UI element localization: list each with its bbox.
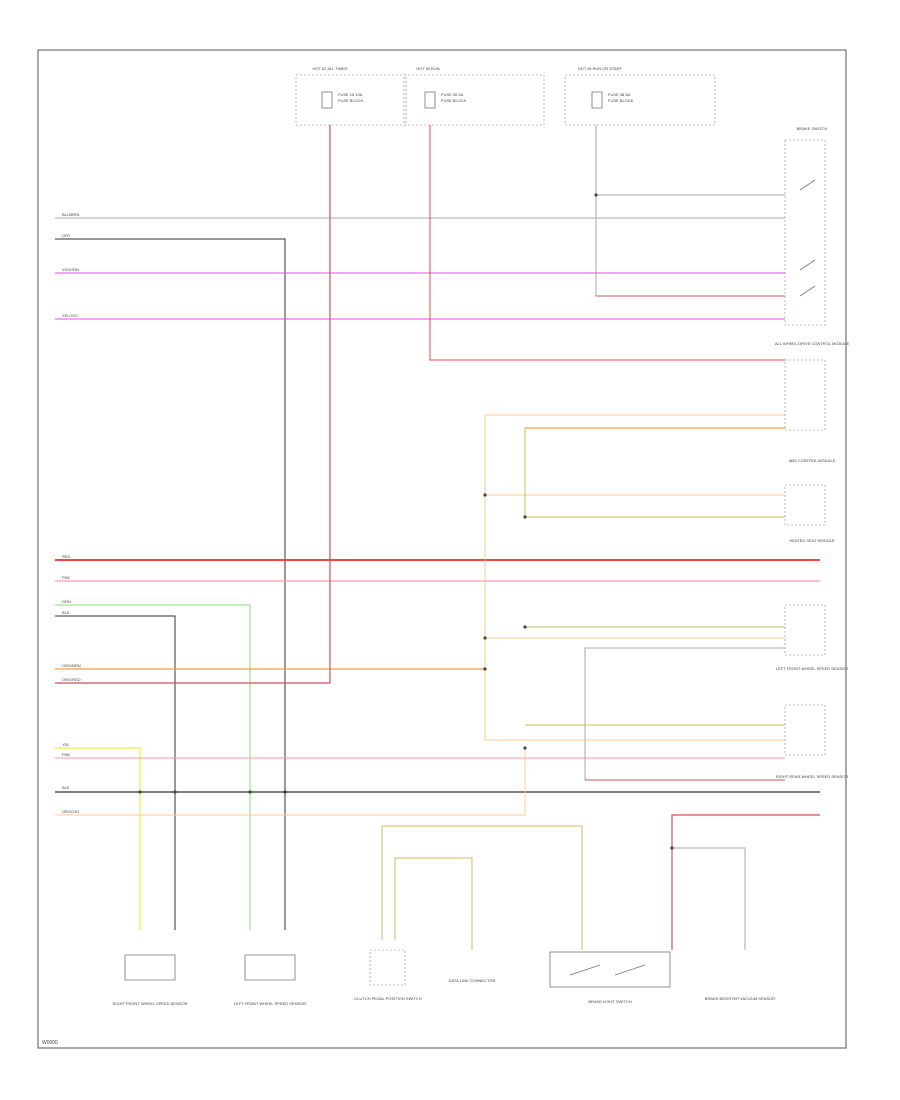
dlc-label: DATA LINK CONNECTOR (449, 978, 496, 983)
lf-wheel-speed-sensor: LEFT FRONT WHEEL SPEED SENSOR (234, 954, 306, 1006)
switch-contacts (799, 179, 816, 297)
brake-switch-label: BRAKE SWITCH (797, 126, 828, 131)
lf-sensor-label: LEFT FRONT WHEEL SPEED SENSOR (234, 1001, 306, 1006)
wire-fuse-2 (429, 125, 785, 361)
junction-dot (248, 790, 252, 794)
wire-blk (55, 615, 176, 930)
junction-dot (283, 790, 287, 794)
fuse-block-2-outline (403, 74, 545, 126)
junction-dot (523, 515, 527, 519)
fuse-block-3-title: HOT IN RUN OR START (578, 66, 623, 71)
rr-wheel-sensor: RIGHT REAR WHEEL SPEED SENSOR (776, 774, 849, 779)
fuse-block-2-block: FUSE BLOCK (441, 98, 467, 103)
rr-sensor-label: RIGHT REAR WHEEL SPEED SENSOR (776, 774, 849, 779)
wire-label: ORG/RED (62, 677, 81, 682)
brake-light-switch-contacts (569, 964, 646, 976)
rf-wheel-speed-sensor: RIGHT FRONT WHEEL SPEED SENSOR (112, 954, 188, 1006)
wire-label: YEL/VIO (62, 313, 78, 318)
junction-dot (523, 746, 527, 750)
abs-module-label: ABS CONTROL MODULE (789, 458, 836, 463)
fuse-block-1-fuse: FUSE 15 10A (338, 92, 363, 97)
wire-label: BLU/BRN (62, 212, 79, 217)
brake-booster-label: BRAKE BOOSTER VACUUM SENSOR (705, 996, 775, 1001)
junction-dot (483, 493, 487, 497)
awd-module-outline (784, 359, 826, 431)
wire-org-awd-2 (484, 414, 785, 741)
junction-dot (670, 846, 674, 850)
wire-label: ORG/VIO (62, 809, 79, 814)
junction-dot (483, 636, 487, 640)
wire-clutch-1 (381, 825, 583, 950)
fuse-block-1-title: HOT AT ALL TIMES (312, 66, 347, 71)
fuse-block-2-fuse: FUSE 26 5A (441, 92, 464, 97)
fuse-block-2-title: HOT IN RUN (416, 66, 439, 71)
wire-label: BLK (62, 785, 70, 790)
fuse-block-3-fuse: FUSE 38 5A (608, 92, 631, 97)
junction-dot (483, 667, 487, 671)
junction-dot (523, 625, 527, 629)
junction-dot (594, 193, 598, 197)
fuse-3-icon (591, 91, 603, 109)
diagram-frame (37, 49, 847, 1049)
wires (55, 125, 820, 950)
wire-org-vio (55, 748, 526, 816)
wire-label: BLK (62, 610, 70, 615)
fuse-block-3-outline (564, 74, 716, 126)
brake-light-switch-body (549, 951, 671, 988)
wire-grn (55, 604, 251, 930)
data-link-connector: DATA LINK CONNECTOR (449, 978, 496, 983)
clutch-switch-label: CLUTCH PEDAL POSITION SWITCH (354, 996, 422, 1001)
fuse-block-3: HOT IN RUN OR START FUSE 38 5A FUSE BLOC… (564, 66, 716, 126)
wire-label: PNK (62, 752, 71, 757)
fuse-block-1: HOT AT ALL TIMES FUSE 15 10A FUSE BLOCK (295, 66, 407, 126)
wire-booster-1 (671, 814, 820, 950)
wire-gry (55, 238, 286, 930)
abs-module: ABS CONTROL MODULE (784, 458, 836, 526)
fuse-block-1-block: FUSE BLOCK (338, 98, 364, 103)
wire-heated-3 (584, 647, 785, 780)
junction-dot (173, 790, 177, 794)
wire-fuse-3 (595, 125, 785, 297)
brake-light-switch-label: BRAKE LIGHT SWITCH (588, 999, 631, 1004)
wire-label: VIO/GRN (62, 267, 79, 272)
wire-label: ORG/BRN (62, 663, 81, 668)
lf-sensor-right-label: LEFT FRONT WHEEL SPEED SENSOR (776, 666, 848, 671)
clutch-pedal-switch: CLUTCH PEDAL POSITION SWITCH (354, 949, 422, 1001)
rf-sensor-body (124, 954, 176, 981)
fuse-block-2: HOT IN RUN FUSE 26 5A FUSE BLOCK (403, 66, 545, 126)
wire-label: PNK (62, 575, 71, 580)
heated-seat-module: HEATED SEAT MODULE (784, 538, 835, 656)
wire-org-abs-2 (524, 428, 785, 518)
fuse-1-icon (321, 91, 333, 109)
awd-module: ALL WHEEL DRIVE CONTROL MODULE (775, 341, 850, 431)
abs-module-outline (784, 484, 826, 526)
wire-label: GRN (62, 599, 71, 604)
lf-sensor-body (244, 954, 296, 981)
brake-switch-outline (784, 139, 826, 326)
lf-wheel-sensor-right: LEFT FRONT WHEEL SPEED SENSOR (776, 666, 848, 756)
brake-light-switch: BRAKE LIGHT SWITCH (549, 951, 671, 1004)
wire-label: RED (62, 554, 71, 559)
rf-sensor-label: RIGHT FRONT WHEEL SPEED SENSOR (112, 1001, 187, 1006)
diagram-code: W0000 (42, 1040, 58, 1046)
junction-dot (138, 790, 142, 794)
awd-module-label: ALL WHEEL DRIVE CONTROL MODULE (775, 341, 850, 346)
brake-switch: BRAKE SWITCH (784, 126, 828, 326)
wire-yel (55, 747, 141, 930)
fuse-block-3-block: FUSE BLOCK (608, 98, 634, 103)
fuse-2-icon (424, 91, 436, 109)
left-wire-labels: BLU/BRN GRY VIO/GRN YEL/VIO RED PNK GRN … (62, 212, 81, 814)
wire-clutch-2 (394, 857, 473, 950)
heated-seat-outline (784, 604, 826, 656)
wire-booster-2 (672, 847, 746, 950)
wire-label: YEL (62, 742, 70, 747)
heated-seat-label: HEATED SEAT MODULE (789, 538, 835, 543)
clutch-switch-outline (369, 949, 406, 986)
lf-sensor-right-outline (784, 704, 826, 756)
brake-booster-sensor: BRAKE BOOSTER VACUUM SENSOR (705, 996, 775, 1001)
wire-label: GRY (62, 233, 71, 238)
